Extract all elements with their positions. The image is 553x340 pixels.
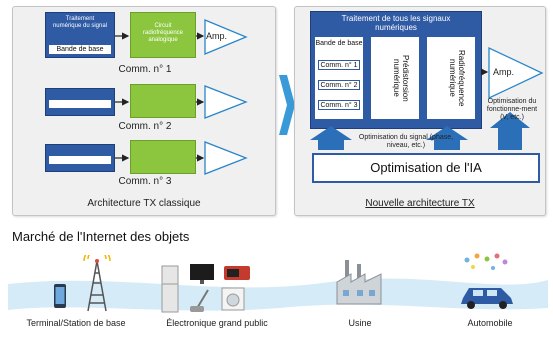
- classic-amp-1: [204, 19, 248, 55]
- new-amp-optimization-label: Optimisation du fonctionne-ment (V, etc.…: [486, 98, 538, 121]
- new-up-arrow-middle: [426, 126, 468, 150]
- market-title: Marché de l'Internet des objets: [12, 229, 190, 244]
- car-icon: [461, 253, 513, 309]
- new-amp-triangle: [488, 46, 544, 100]
- classic-comm1-label: Comm. n° 1: [118, 64, 172, 75]
- classic-rf-block-3: [130, 140, 196, 174]
- classic-caption: Architecture TX classique: [87, 198, 201, 209]
- phone-icon: [54, 284, 66, 308]
- new-comm3-box: Comm. n° 3: [318, 100, 360, 110]
- factory-icon: [336, 260, 382, 305]
- new-up-arrow-left: [310, 126, 352, 150]
- new-amp-label: Amp.: [493, 67, 515, 77]
- new-rf-box: [426, 36, 476, 120]
- classic-comm2-label: Comm. n° 2: [118, 121, 172, 132]
- new-caption: Nouvelle architecture TX: [365, 198, 475, 209]
- classic-amp-2: [204, 85, 248, 119]
- market-label-factory: Usine: [348, 318, 372, 328]
- new-comm1-box: Comm. n° 1: [318, 60, 360, 70]
- ai-optimization-label: Optimisation de l'IA: [370, 160, 482, 175]
- new-signal-optimization-label: Optimisation du signal (phase, niveau, e…: [358, 134, 454, 149]
- new-digital-header: Traitement de tous les signaux numérique…: [341, 14, 451, 32]
- new-baseband-label: Bande de base: [315, 40, 363, 47]
- appliances-icon: [161, 264, 250, 313]
- classic-comm3-label: Comm. n° 3: [118, 176, 172, 187]
- market-label-automobile: Automobile: [467, 318, 513, 328]
- classic-connectors: [115, 19, 248, 175]
- classic-rf-block-1: Circuit radiofréquence analogique: [130, 12, 196, 58]
- new-comm3-label: Comm. n° 3: [320, 102, 358, 109]
- classic-amp-3: [204, 141, 248, 175]
- market-wave-band: [8, 278, 548, 311]
- new-up-arrow-right: [490, 112, 530, 150]
- market-label-terminal: Terminal/Station de base: [26, 318, 126, 328]
- new-comm2-label: Comm. n° 2: [320, 82, 358, 89]
- ai-optimization-box: Optimisation de l'IA: [312, 153, 540, 183]
- transition-arrow-icon: [279, 75, 295, 135]
- market-label-consumer: Électronique grand public: [166, 318, 268, 328]
- classic-rf-label: Circuit radiofréquence analogique: [142, 23, 184, 43]
- tower-icon: [83, 255, 111, 312]
- new-comm1-label: Comm. n° 1: [320, 62, 358, 69]
- classic-baseband-box-3: [48, 155, 112, 165]
- classic-amp-label: Amp.: [206, 31, 228, 41]
- new-connectors: [310, 46, 544, 150]
- new-comm2-box: Comm. n° 2: [318, 80, 360, 90]
- new-predistortion-box: [370, 36, 420, 120]
- classic-baseband-box-2: [48, 99, 112, 109]
- classic-rf-block-2: [130, 84, 196, 118]
- new-predistortion-label: Prédistorsion numérique: [392, 54, 410, 102]
- new-rf-label: Radiofréquence numérique: [448, 49, 466, 107]
- classic-dsp-label: Traitement numérique du signal: [52, 16, 108, 29]
- classic-baseband-box: Bande de base: [48, 44, 112, 55]
- classic-baseband-label: Bande de base: [56, 46, 104, 53]
